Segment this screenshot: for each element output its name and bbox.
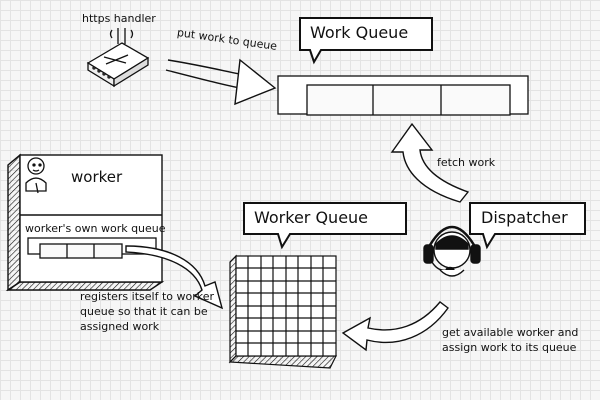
work-queue-title: Work Queue [310, 23, 409, 42]
put-work-arrow [165, 58, 277, 106]
worker-icon [25, 157, 47, 194]
fetch-work-label: fetch work [437, 156, 496, 169]
fetch-work-arrow [390, 122, 470, 203]
worker-own-queue-label: worker's own work queue [25, 222, 166, 235]
registers-label: registers itself to worker queue so that… [80, 290, 214, 333]
registers-arrow [125, 245, 224, 310]
router-icon [86, 28, 150, 88]
dispatcher-bubble [469, 202, 586, 250]
work-queue-bubble [299, 17, 433, 65]
https-handler-label: https handler [82, 12, 156, 25]
get-available-label: get available worker and assign work to … [442, 326, 579, 354]
dispatcher-headset-icon [423, 225, 481, 277]
dispatcher-title: Dispatcher [481, 208, 568, 227]
worker-queue-bubble [243, 202, 407, 250]
worker-own-queue-bar [27, 237, 157, 259]
worker-queue-title: Worker Queue [254, 208, 369, 227]
assign-work-arrow [341, 301, 449, 352]
worker-title: worker [71, 168, 123, 186]
worker-queue-grid [228, 254, 337, 369]
worker-panel [5, 153, 165, 292]
work-queue-bar [277, 75, 529, 116]
